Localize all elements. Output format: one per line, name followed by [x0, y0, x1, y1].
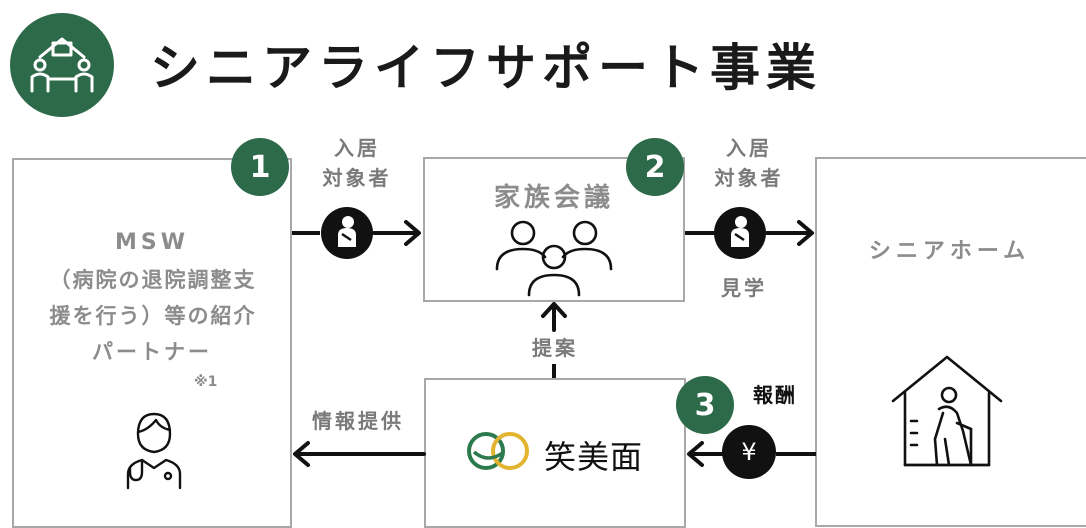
senior-home-box: シニアホーム: [815, 157, 1086, 527]
flow-line-2: [685, 231, 715, 235]
flow-arrow-proposal: [541, 302, 567, 378]
senior-home-label: シニアホーム: [868, 239, 1031, 264]
partner-label-line4: パートナー: [92, 340, 212, 364]
flow-person-badge-2: [714, 207, 766, 259]
partner-note: ※1: [194, 374, 218, 390]
partner-label-line3: 援を行う）等の紹介: [49, 304, 257, 328]
flow-line-reward: [776, 452, 816, 456]
person-icon: [731, 216, 749, 247]
flow-proposal-label: 提案: [532, 336, 578, 360]
partner-label-msw: MSW: [114, 230, 189, 255]
support-handshake-icon: [30, 37, 94, 93]
flow-resident-2-line2: 対象者: [714, 166, 784, 190]
partner-box: MSW （病院の退院調整支 援を行う）等の紹介 パートナー ※1: [12, 158, 292, 528]
yen-icon: ¥: [741, 438, 757, 466]
yen-badge: ¥: [722, 425, 776, 479]
flow-resident-1-line1: 入居: [334, 136, 380, 160]
flow-line-1: [292, 231, 320, 235]
step-badge-2: 2: [626, 138, 684, 196]
step-badge-1: 1: [231, 138, 289, 196]
flow-resident-2-line1: 入居: [726, 136, 772, 160]
company-name: 笑美面: [544, 438, 644, 476]
senior-house-icon: [891, 355, 1003, 467]
flow-arrow-1: [372, 220, 421, 246]
flow-person-badge-1: [321, 207, 373, 259]
flow-info-label: 情報提供: [312, 409, 404, 433]
family-meeting-label: 家族会議: [493, 183, 614, 213]
emimen-logo-icon: [467, 432, 529, 470]
family-group-icon: [495, 220, 613, 297]
flow-arrow-reward: [687, 441, 724, 467]
flow-visit-label: 見学: [721, 276, 767, 300]
flow-arrow-info: [293, 441, 426, 467]
doctor-icon: [126, 412, 182, 490]
title-icon-circle: [10, 13, 114, 117]
company-box: 笑美面: [424, 378, 686, 528]
page-title: シニアライフサポート事業: [150, 39, 822, 97]
partner-label-line2: （病院の退院調整支: [49, 268, 257, 292]
flow-resident-1-line2: 対象者: [322, 166, 392, 190]
person-icon: [338, 216, 356, 247]
flow-arrow-2: [765, 220, 814, 246]
flow-reward-label: 報酬: [753, 383, 797, 407]
step-badge-3: 3: [676, 376, 734, 434]
